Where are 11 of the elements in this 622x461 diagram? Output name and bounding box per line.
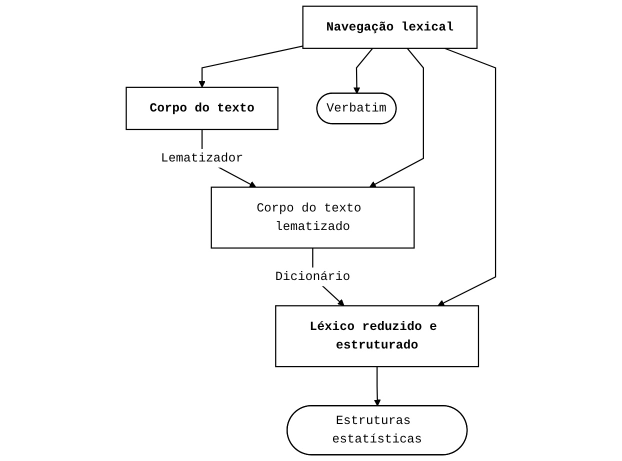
arrow xyxy=(198,46,304,88)
edge-label: Dicionário xyxy=(275,270,350,284)
node-box: Navegação lexical xyxy=(302,6,478,49)
arrow xyxy=(369,48,424,188)
arrow xyxy=(374,366,381,406)
node-box: Corpo do texto lematizado xyxy=(210,186,415,249)
node-box: Corpo do texto xyxy=(126,86,279,130)
arrow xyxy=(353,48,374,94)
arrow xyxy=(438,48,496,306)
edge-label: Lematizador xyxy=(160,151,244,166)
node-box: Léxico reduzido e estruturado xyxy=(275,305,480,368)
